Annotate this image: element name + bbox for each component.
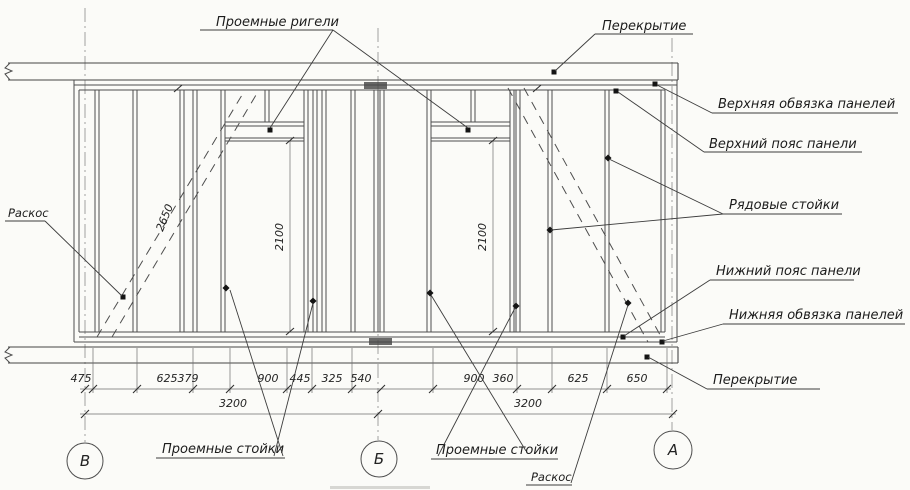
dimension-row-1: 475 625 379 900 445 325 540 900 360 625 … (71, 372, 672, 394)
dim-475: 475 (71, 372, 92, 385)
floor-bottom-label: Перекрытие (713, 373, 797, 388)
axis-label-b: Б (374, 450, 384, 468)
opening-header-left (225, 121, 304, 142)
bottom-tie-label: Нижняя обвязка панелей (729, 308, 903, 323)
dim-625-left: 625 (157, 372, 178, 385)
callout-common-studs: Рядовые стойки (550, 158, 842, 231)
dim-360: 360 (493, 372, 514, 385)
dim-900-right: 900 (464, 372, 485, 385)
dim-2650: 2650 (153, 202, 176, 233)
opening-header-right (431, 121, 510, 142)
leader-markers (120, 69, 665, 360)
opening-height-dim-left: 2100 (273, 136, 295, 336)
grid-bubble-a (653, 430, 693, 470)
dim-625-right: 625 (568, 372, 589, 385)
grid-bubble-v (66, 442, 104, 480)
callout-opening-headers: Проемные ригели (200, 15, 469, 129)
grid-bubbles: В Б А (66, 430, 693, 480)
opening-studs-left-label: Проемные стойки (162, 442, 284, 457)
common-studs-label: Рядовые стойки (729, 198, 839, 213)
brace-length-dim: 2650 (153, 84, 542, 233)
callout-opening-studs-right: Проемные стойки (430, 294, 558, 460)
dim-span-right: 3200 (514, 397, 542, 410)
opening-headers-label: Проемные ригели (216, 15, 339, 30)
axis-label-a: А (667, 441, 678, 459)
callout-opening-studs-left: Проемные стойки (156, 289, 314, 459)
dimension-row-2: 3200 3200 (80, 397, 678, 419)
callout-floor-top: Перекрытие (554, 19, 693, 72)
opening-height-dim-right: 2100 (476, 136, 498, 336)
extension-lines (92, 348, 668, 393)
scan-stamp-bottom (369, 338, 392, 345)
top-floor-slab (4, 62, 679, 81)
dim-325: 325 (322, 372, 343, 385)
dim-540: 540 (351, 372, 372, 385)
callout-bottom-tie: Нижняя обвязка панелей (662, 308, 905, 342)
dim-span-left: 3200 (219, 397, 247, 410)
dim-650: 650 (627, 372, 648, 385)
break-symbol-top (4, 62, 14, 81)
panel-edges (73, 80, 678, 342)
scan-stamp-top (364, 82, 387, 89)
callout-brace-right: Раскос (526, 304, 629, 486)
studs (94, 90, 610, 332)
callout-brace-left: Раскос (5, 206, 123, 297)
callout-bottom-chord: Нижний пояс панели (623, 264, 861, 337)
brace-right-label: Раскос (531, 470, 572, 484)
dimension-ticks (80, 384, 672, 394)
cripple-studs (264, 90, 476, 122)
top-chord-label: Верхний пояс панели (709, 137, 857, 152)
bottom-floor-slab (4, 346, 679, 364)
dim-379: 379 (178, 372, 199, 385)
dim-2100-left: 2100 (273, 223, 286, 251)
dim-900-left: 900 (258, 372, 279, 385)
diagonal-braces (96, 87, 665, 343)
floor-top-label: Перекрытие (602, 19, 686, 34)
callout-floor-bottom: Перекрытие (647, 356, 820, 390)
top-tie-label: Верхняя обвязка панелей (718, 97, 895, 112)
dim-2100-right: 2100 (476, 223, 489, 251)
scan-artifact (330, 486, 430, 489)
grid-bubble-b (360, 440, 398, 478)
break-symbol-bottom (4, 346, 14, 364)
bottom-chord-label: Нижний пояс панели (716, 264, 861, 279)
callout-top-tie: Верхняя обвязка панелей (656, 84, 898, 114)
brace-left-label: Раскос (8, 206, 49, 220)
callout-top-chord: Верхний пояс панели (617, 91, 862, 153)
opening-studs-right-label: Проемные стойки (436, 443, 558, 458)
axis-label-v: В (80, 452, 90, 470)
